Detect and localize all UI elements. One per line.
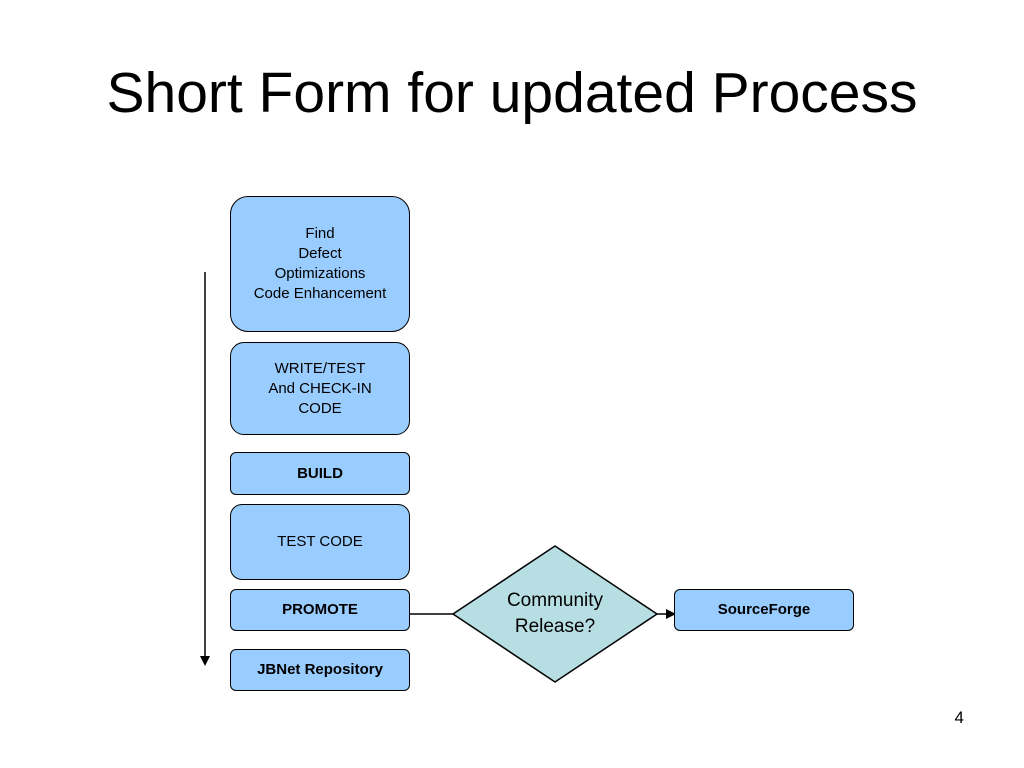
step-build: BUILD	[230, 452, 410, 495]
step-write-test-checkin: WRITE/TEST And CHECK-IN CODE	[230, 342, 410, 435]
step-write-test-checkin-label: WRITE/TEST And CHECK-IN CODE	[268, 359, 372, 417]
slide-title: Short Form for updated Process	[106, 61, 918, 125]
destination-sourceforge-label: SourceForge	[717, 601, 811, 618]
step-promote-label: PROMOTE	[282, 601, 358, 618]
page-number: 4	[954, 708, 964, 727]
community-release-decision	[451, 545, 659, 683]
destination-sourceforge: SourceForge	[674, 589, 854, 631]
step-jbnet-repository-label: JBNet Repository	[257, 661, 383, 678]
step-test-code-label: TEST CODE	[277, 533, 363, 550]
step-promote: PROMOTE	[230, 589, 410, 631]
step-find-defect: Find Defect Optimizations Code Enhanceme…	[230, 196, 410, 332]
step-jbnet-repository: JBNet Repository	[230, 649, 410, 691]
step-build-label: BUILD	[297, 464, 343, 482]
step-test-code: TEST CODE	[230, 504, 410, 580]
step-find-defect-label: Find Defect Optimizations Code Enhanceme…	[253, 225, 387, 302]
decision-label: Community Release?	[506, 590, 604, 637]
